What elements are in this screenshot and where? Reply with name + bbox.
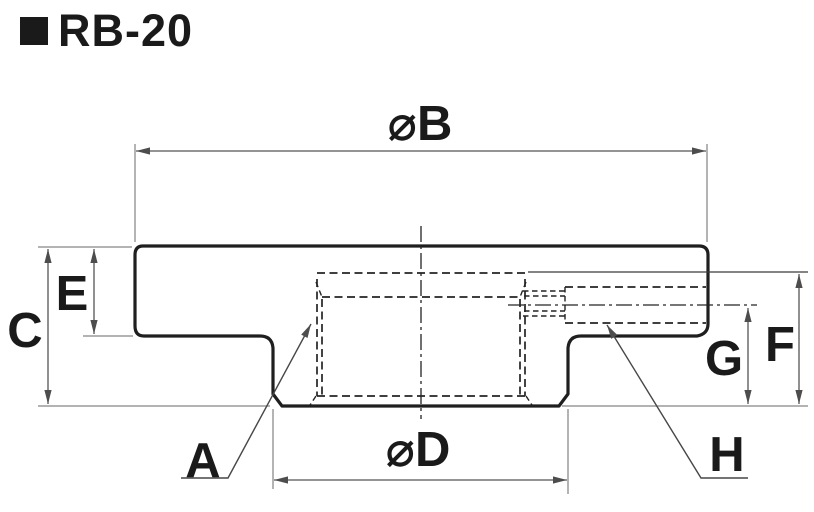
part-outline [133, 244, 710, 408]
leader-lines [181, 323, 748, 479]
center-hole-bottom-right-flare [525, 395, 533, 406]
label-callout-a: A [185, 434, 220, 488]
extension-lines [38, 144, 808, 494]
center-hole-bottom-left-flare [309, 395, 317, 406]
center-hole-right-chamfer [519, 281, 527, 298]
label-diameter-d: ⌀D [386, 423, 451, 477]
leader-h [606, 324, 748, 479]
label-diameter-b: ⌀B [388, 97, 453, 151]
label-depth-e: E [56, 267, 89, 321]
leader-a [181, 323, 312, 479]
title-bullet-square [20, 17, 48, 45]
label-height-c: C [7, 304, 42, 358]
label-height-g: G [705, 332, 743, 386]
part-number-title: RB-20 [58, 5, 193, 56]
dimension-labels: ⌀B C E ⌀D F G A H [7, 97, 795, 488]
label-callout-h: H [709, 428, 744, 482]
center-hole-left-chamfer [315, 281, 323, 298]
dimension-lines [44, 147, 803, 484]
label-depth-f: F [765, 318, 795, 372]
title-block: RB-20 [20, 5, 193, 56]
